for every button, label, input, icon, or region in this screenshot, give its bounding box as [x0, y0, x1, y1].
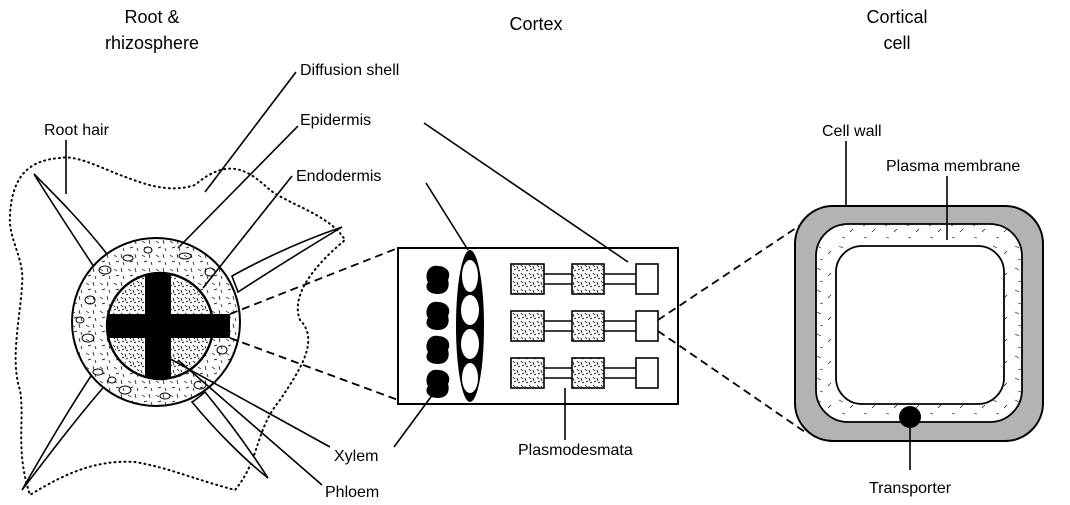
label-plasma-membrane: Plasma membrane	[886, 158, 1020, 175]
label-epidermis: Epidermis	[300, 112, 371, 129]
root-hair	[34, 174, 110, 270]
header-cell-line1: Cortical	[866, 7, 927, 27]
label-transporter: Transporter	[869, 480, 952, 497]
label-endodermis: Endodermis	[296, 168, 381, 185]
root-hair	[232, 227, 342, 292]
header-cortex: Cortex	[509, 14, 562, 34]
label-phloem: Phloem	[325, 484, 379, 501]
zoom-line	[658, 222, 805, 320]
label-cell-wall: Cell wall	[822, 123, 882, 140]
label-root-hair: Root hair	[44, 122, 110, 139]
label-diffusion-shell: Diffusion shell	[300, 62, 399, 79]
transporter-dot	[899, 406, 921, 428]
cytoplasm-inner	[836, 246, 1004, 404]
xylem-cross-vertical	[145, 274, 171, 378]
zoom-line	[658, 331, 805, 432]
root-cross-section	[10, 157, 345, 495]
root-hair	[22, 370, 108, 490]
label-xylem: Xylem	[334, 448, 378, 465]
label-plasmodesmata: Plasmodesmata	[518, 442, 633, 459]
cortex-cell-rows	[511, 264, 658, 388]
header-root-line2: rhizosphere	[105, 33, 199, 53]
header-root-line1: Root &	[124, 7, 179, 27]
zoom-line	[230, 338, 398, 400]
header-cell-line2: cell	[883, 33, 910, 53]
